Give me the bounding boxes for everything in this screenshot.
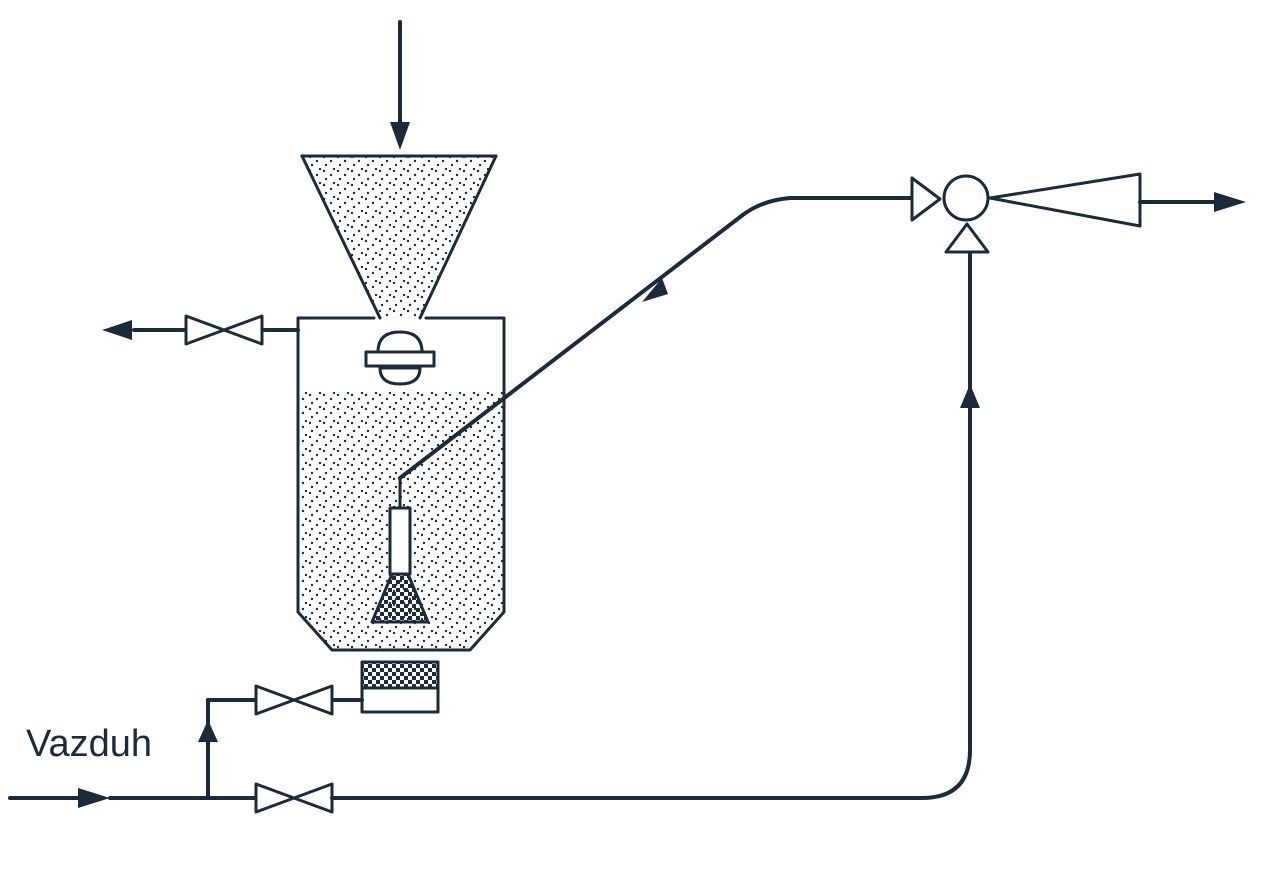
feed-hopper — [300, 154, 498, 320]
riser-nozzle — [370, 476, 430, 624]
dosing-valve — [364, 330, 436, 386]
vent-line — [102, 320, 300, 340]
air-label: Vazduh — [26, 723, 152, 765]
ejector-junction — [910, 174, 990, 254]
fluidization-bed — [360, 660, 440, 714]
bypass-air-valve-icon — [254, 782, 334, 814]
feed-inlet-arrow — [390, 20, 410, 150]
vessel-air-valve-icon — [254, 684, 334, 716]
conveying-line — [398, 196, 914, 480]
air-line-to-ejector — [330, 250, 980, 800]
outlet-arrow — [1138, 192, 1246, 212]
diffuser — [988, 172, 1142, 228]
air-branch-to-vessel — [198, 698, 364, 800]
air-supply-inlet — [8, 788, 258, 808]
vent-valve-icon — [184, 314, 264, 346]
